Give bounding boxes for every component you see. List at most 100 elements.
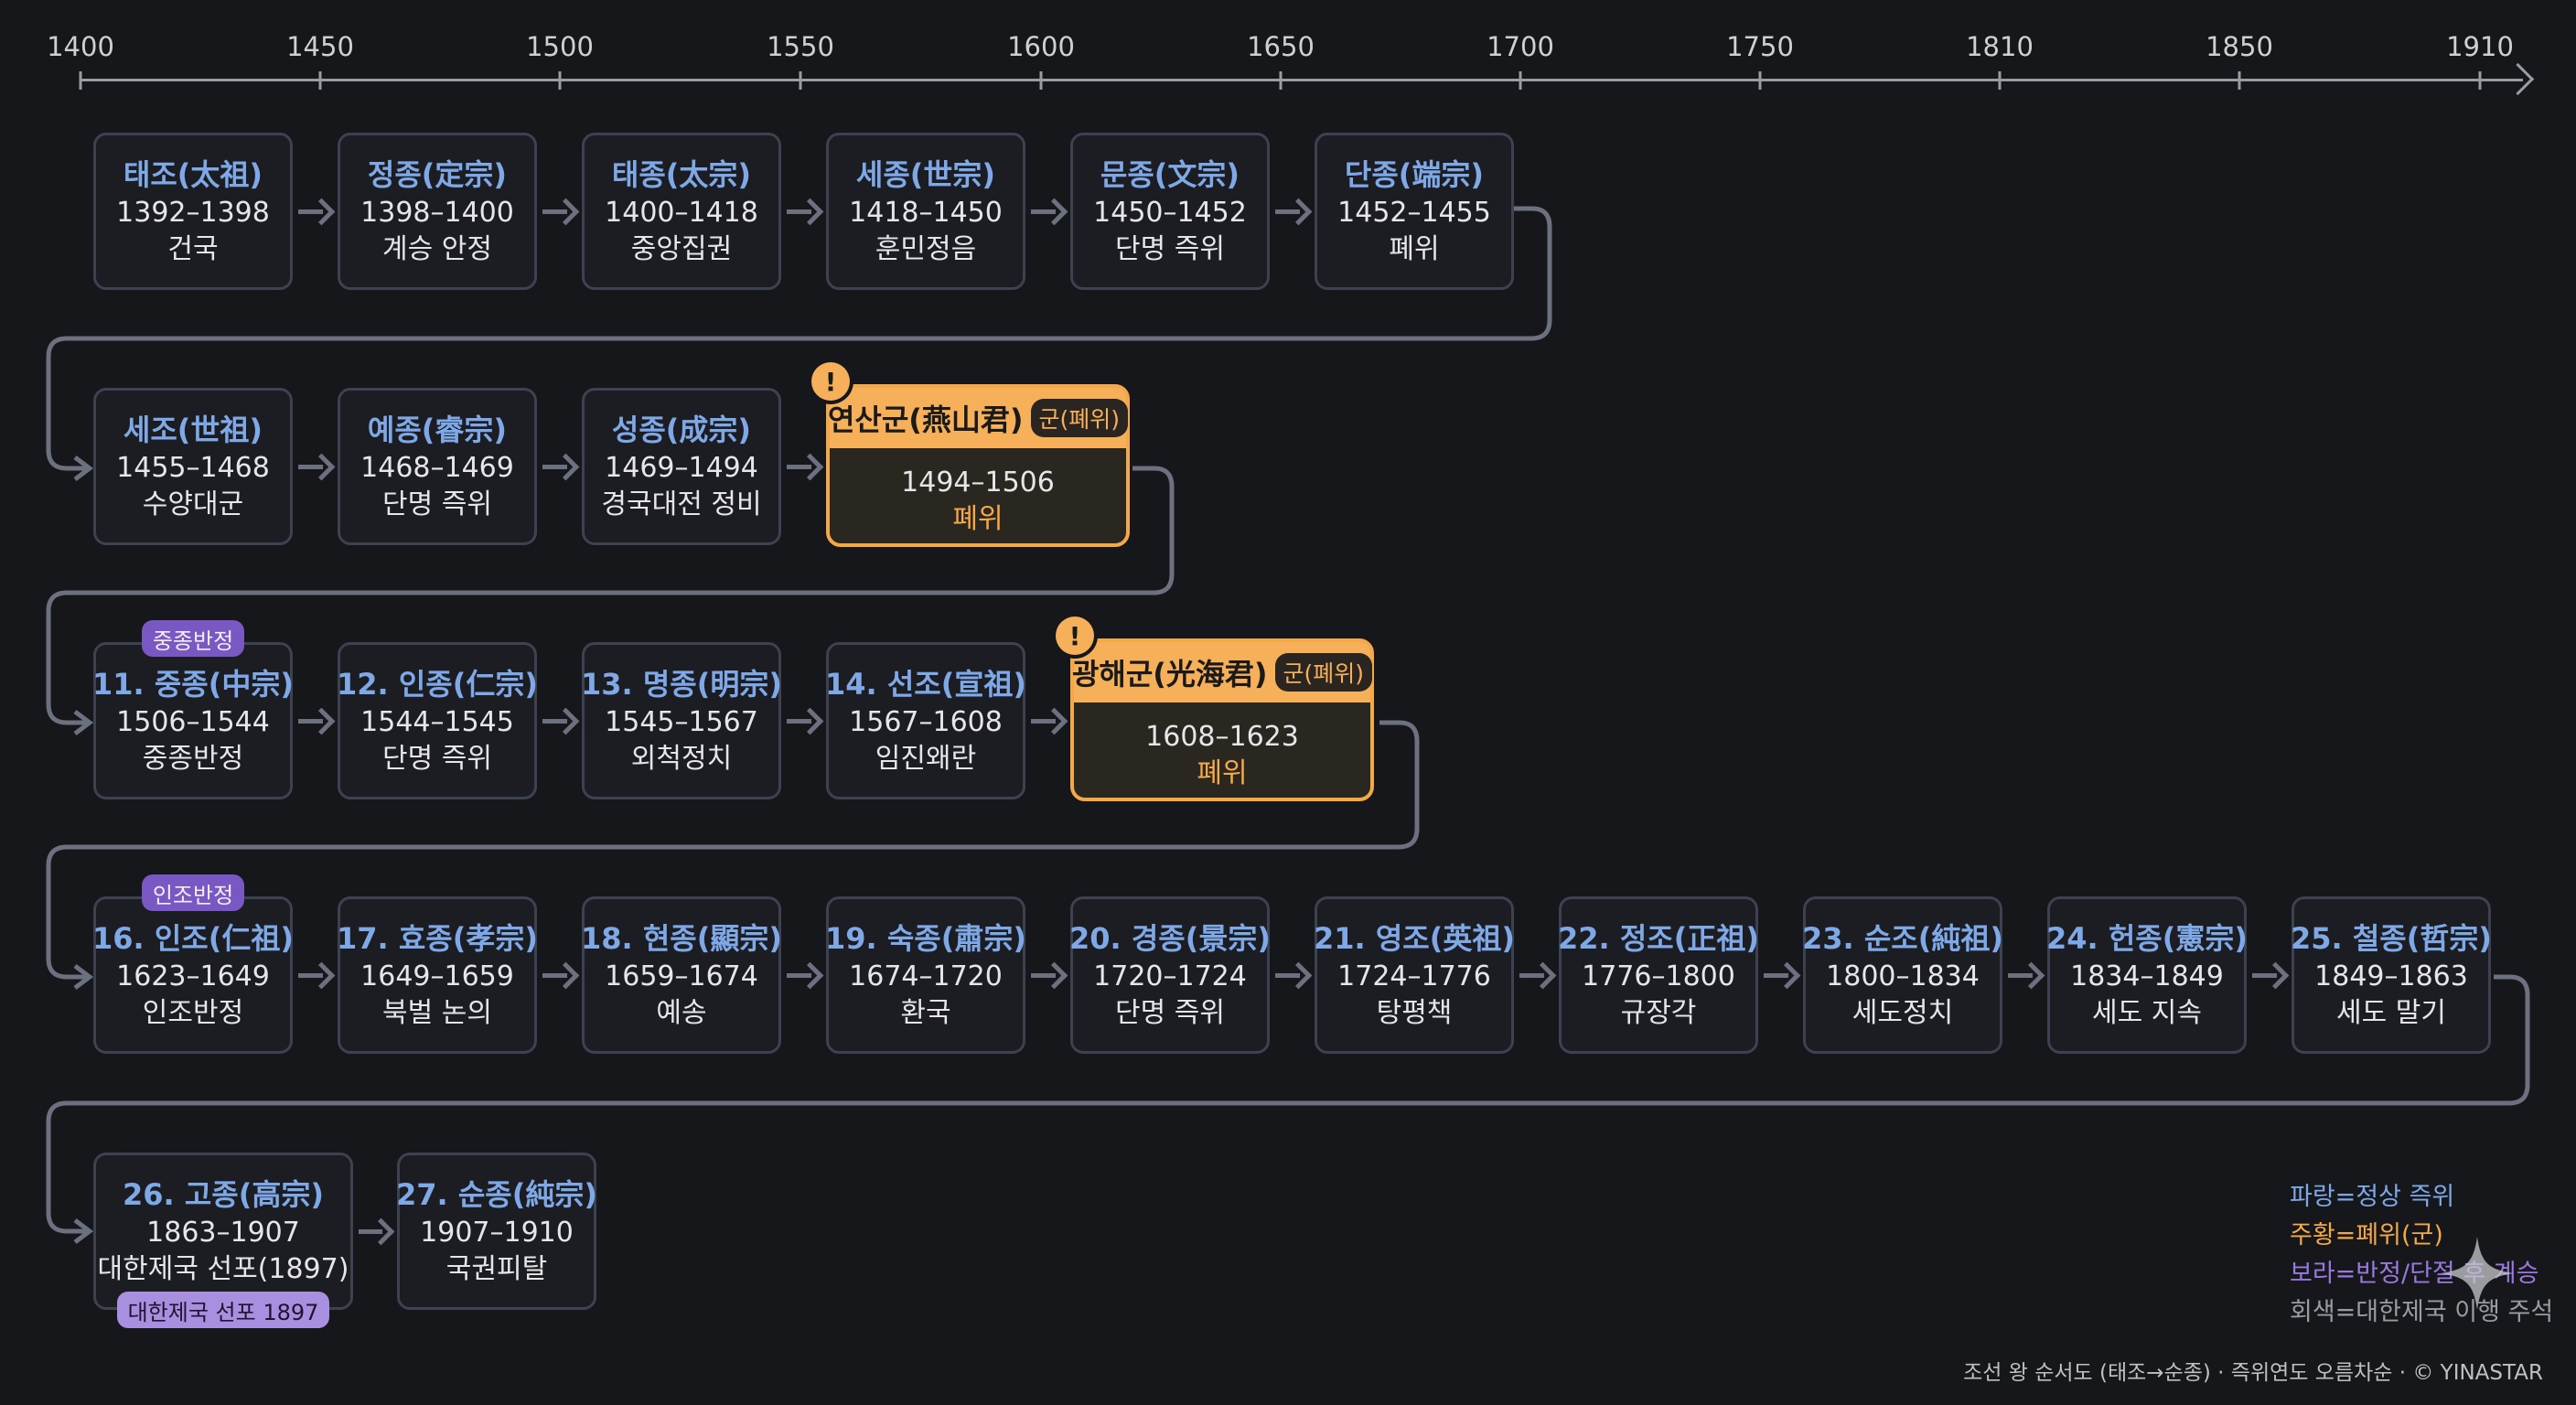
king-name: 21. 영조(英祖) (1314, 921, 1515, 956)
king-card: 태종(太宗) 1400–1418 중앙집권 (582, 133, 781, 290)
reign-years: 1468–1469 (360, 452, 514, 484)
reign-note: 인조반정 (142, 997, 244, 1029)
flow-arrow-icon (1031, 209, 1056, 214)
king-card-deposed: !연산군(燕山君)군(폐위) 1494–1506 폐위 (811, 362, 1130, 547)
king-name: 문종(文宗) (1100, 157, 1240, 192)
flow-arrow-icon (542, 465, 567, 469)
timeline-tick (1758, 71, 1762, 90)
reign-years: 1452–1455 (1337, 197, 1491, 229)
reign-years: 1776–1800 (1582, 960, 1735, 992)
deposed-badge: 군(폐위) (1274, 653, 1373, 692)
reign-years: 1494–1506 (901, 467, 1055, 499)
reign-note: 폐위 (952, 503, 1004, 535)
alert-icon: ! (811, 362, 850, 401)
timeline-tick-label: 1550 (767, 31, 834, 62)
arrow-head-icon (307, 453, 336, 481)
reign-years: 1659–1674 (605, 960, 758, 992)
reign-note: 예송 (656, 997, 707, 1029)
timeline-tick-label: 1650 (1247, 31, 1315, 62)
reign-years: 1863–1907 (146, 1217, 300, 1249)
timeline-tick-label: 1910 (2446, 31, 2514, 62)
king-name: 19. 숙종(肅宗) (825, 921, 1026, 956)
king-name: 18. 현종(顯宗) (581, 921, 782, 956)
flow-arrow-icon (2008, 973, 2033, 978)
reign-years: 1834–1849 (2070, 960, 2224, 992)
king-name: 20. 경종(景宗) (1069, 921, 1271, 956)
reign-note: 단명 즉위 (382, 743, 492, 775)
reign-note: 단명 즉위 (382, 488, 492, 520)
king-name: 광해군(光海君) (1071, 657, 1268, 692)
reign-years: 1608–1623 (1145, 721, 1299, 753)
reign-years: 1545–1567 (605, 706, 758, 738)
flow-arrow-icon (359, 1229, 382, 1234)
flow-arrow-icon (1275, 973, 1300, 978)
arrow-head-icon (796, 453, 824, 481)
reign-note: 탕평책 (1376, 997, 1453, 1029)
arrow-head-icon (796, 198, 824, 226)
king-name: 태종(太宗) (611, 157, 752, 192)
king-name: 예종(睿宗) (367, 413, 508, 447)
reign-note: 건국 (167, 233, 219, 265)
king-name: 11. 중종(中宗) (92, 667, 294, 702)
flow-arrow-icon (787, 465, 811, 469)
king-card: 예종(睿宗) 1468–1469 단명 즉위 (338, 388, 537, 545)
reign-note: 규장각 (1620, 997, 1697, 1029)
reign-note: 계승 안정 (382, 233, 492, 265)
reign-note: 훈민정음 (875, 233, 977, 265)
reign-years: 1400–1418 (605, 197, 758, 229)
reign-years: 1544–1545 (360, 706, 514, 738)
arrow-head-icon (307, 961, 336, 990)
timeline-axis-line (80, 79, 2523, 81)
timeline-tick (558, 71, 562, 90)
legend-item: 주황=폐위(군) (2290, 1221, 2443, 1249)
reign-note: 폐위 (1197, 757, 1248, 789)
king-name: 16. 인조(仁祖) (92, 921, 294, 956)
reign-years: 1907–1910 (420, 1217, 574, 1249)
king-name: 정종(定宗) (367, 157, 508, 192)
arrow-head-icon (367, 1217, 395, 1246)
flow-arrow-icon (787, 973, 811, 978)
king-name: 27. 순종(純宗) (396, 1177, 597, 1212)
timeline-tick (2238, 71, 2241, 90)
reign-note: 폐위 (1389, 233, 1440, 265)
footer-caption: 조선 왕 순서도 (태조→순종) · 즉위연도 오름차순 · © YINASTA… (1963, 1361, 2543, 1385)
king-card: 18. 현종(顯宗) 1659–1674 예송 (581, 896, 782, 1054)
arrow-head-icon (2017, 961, 2045, 990)
reign-years: 1800–1834 (1826, 960, 1980, 992)
timeline-tick (799, 71, 802, 90)
king-name: 세조(世祖) (123, 413, 263, 447)
flow-arrow-icon (298, 465, 323, 469)
flow-arrow-icon (1031, 719, 1056, 724)
reign-note: 세도 말기 (2336, 997, 2446, 1029)
timeline-arrow-icon (2501, 62, 2535, 96)
timeline-tick-label: 1450 (286, 31, 354, 62)
king-name: 17. 효종(孝宗) (337, 921, 538, 956)
alert-icon: ! (1056, 617, 1094, 655)
reign-note: 중앙집권 (630, 233, 733, 265)
deposed-header: 연산군(燕山君)군(폐위) (827, 388, 1129, 448)
timeline-tick (1998, 71, 2002, 90)
timeline-tick (79, 71, 82, 90)
flow-arrow-icon (787, 209, 811, 214)
king-name: 연산군(燕山君) (827, 402, 1024, 437)
reign-years: 1649–1659 (360, 960, 514, 992)
timeline-tick-label: 1750 (1726, 31, 1794, 62)
deposed-header: 광해군(光海君)군(폐위) (1071, 642, 1373, 702)
reign-note: 단명 즉위 (1115, 233, 1225, 265)
connector-end-arrow (73, 1218, 94, 1244)
reign-years: 1674–1720 (849, 960, 1003, 992)
arrow-head-icon (796, 961, 824, 990)
reign-note: 중종반정 (142, 743, 244, 775)
arrow-head-icon (1040, 198, 1068, 226)
arrow-head-icon (552, 707, 580, 735)
timeline-tick (1519, 71, 1522, 90)
